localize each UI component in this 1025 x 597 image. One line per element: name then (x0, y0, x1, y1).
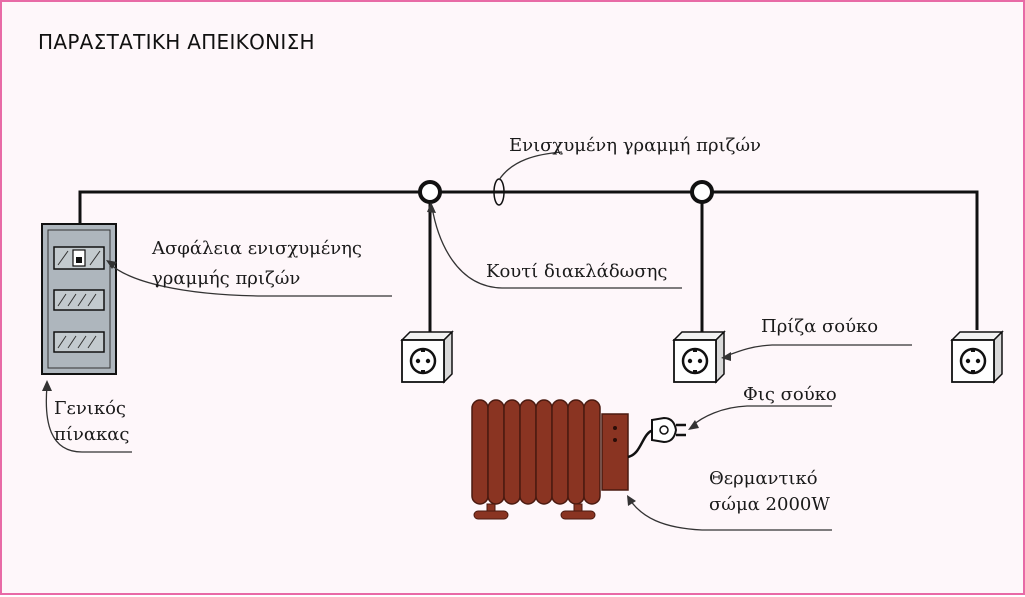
junction-leader (431, 206, 682, 289)
general-panel (41, 223, 117, 375)
heater-leader (629, 499, 832, 531)
socket-2 (672, 330, 726, 384)
heater-label-line1: Θερμαντικό (709, 468, 818, 489)
panel-label-line2: πίνακας (54, 424, 129, 445)
fuse-label-line2: γραμμής πριζών (152, 268, 300, 289)
schuko-socket-label: Πρίζα σούκο (761, 316, 878, 337)
schuko-plug-label: Φις σούκο (743, 384, 837, 405)
panel-leader (45, 385, 132, 453)
junction-box-1 (418, 180, 442, 204)
socket-3 (950, 330, 1004, 384)
socket-1 (400, 330, 454, 384)
reinforced-line-leader (498, 151, 563, 181)
panel-label-line1: Γενικός (54, 398, 126, 419)
reinforced-line-label: Ενισχυμένη γραμμή πριζών (509, 135, 761, 156)
heater-label-line2: σώμα 2000W (709, 494, 830, 515)
fuse-label-line1: Ασφάλεια ενισχυμένης (151, 238, 362, 259)
socket-leader (725, 344, 912, 357)
junction-box-label: Κουτί διακλάδωσης (486, 261, 668, 282)
page-title: ΠΑΡΑΣΤΑΤΙΚΗ ΑΠΕΙΚΟΝΙΣΗ (38, 30, 315, 54)
radiator-heater (471, 399, 629, 520)
heater-cord (627, 428, 655, 459)
schuko-plug (651, 416, 686, 444)
supply-line (78, 190, 979, 330)
plug-leader (691, 405, 832, 427)
fuse-leader (109, 263, 392, 297)
junction-box-2 (690, 180, 714, 204)
